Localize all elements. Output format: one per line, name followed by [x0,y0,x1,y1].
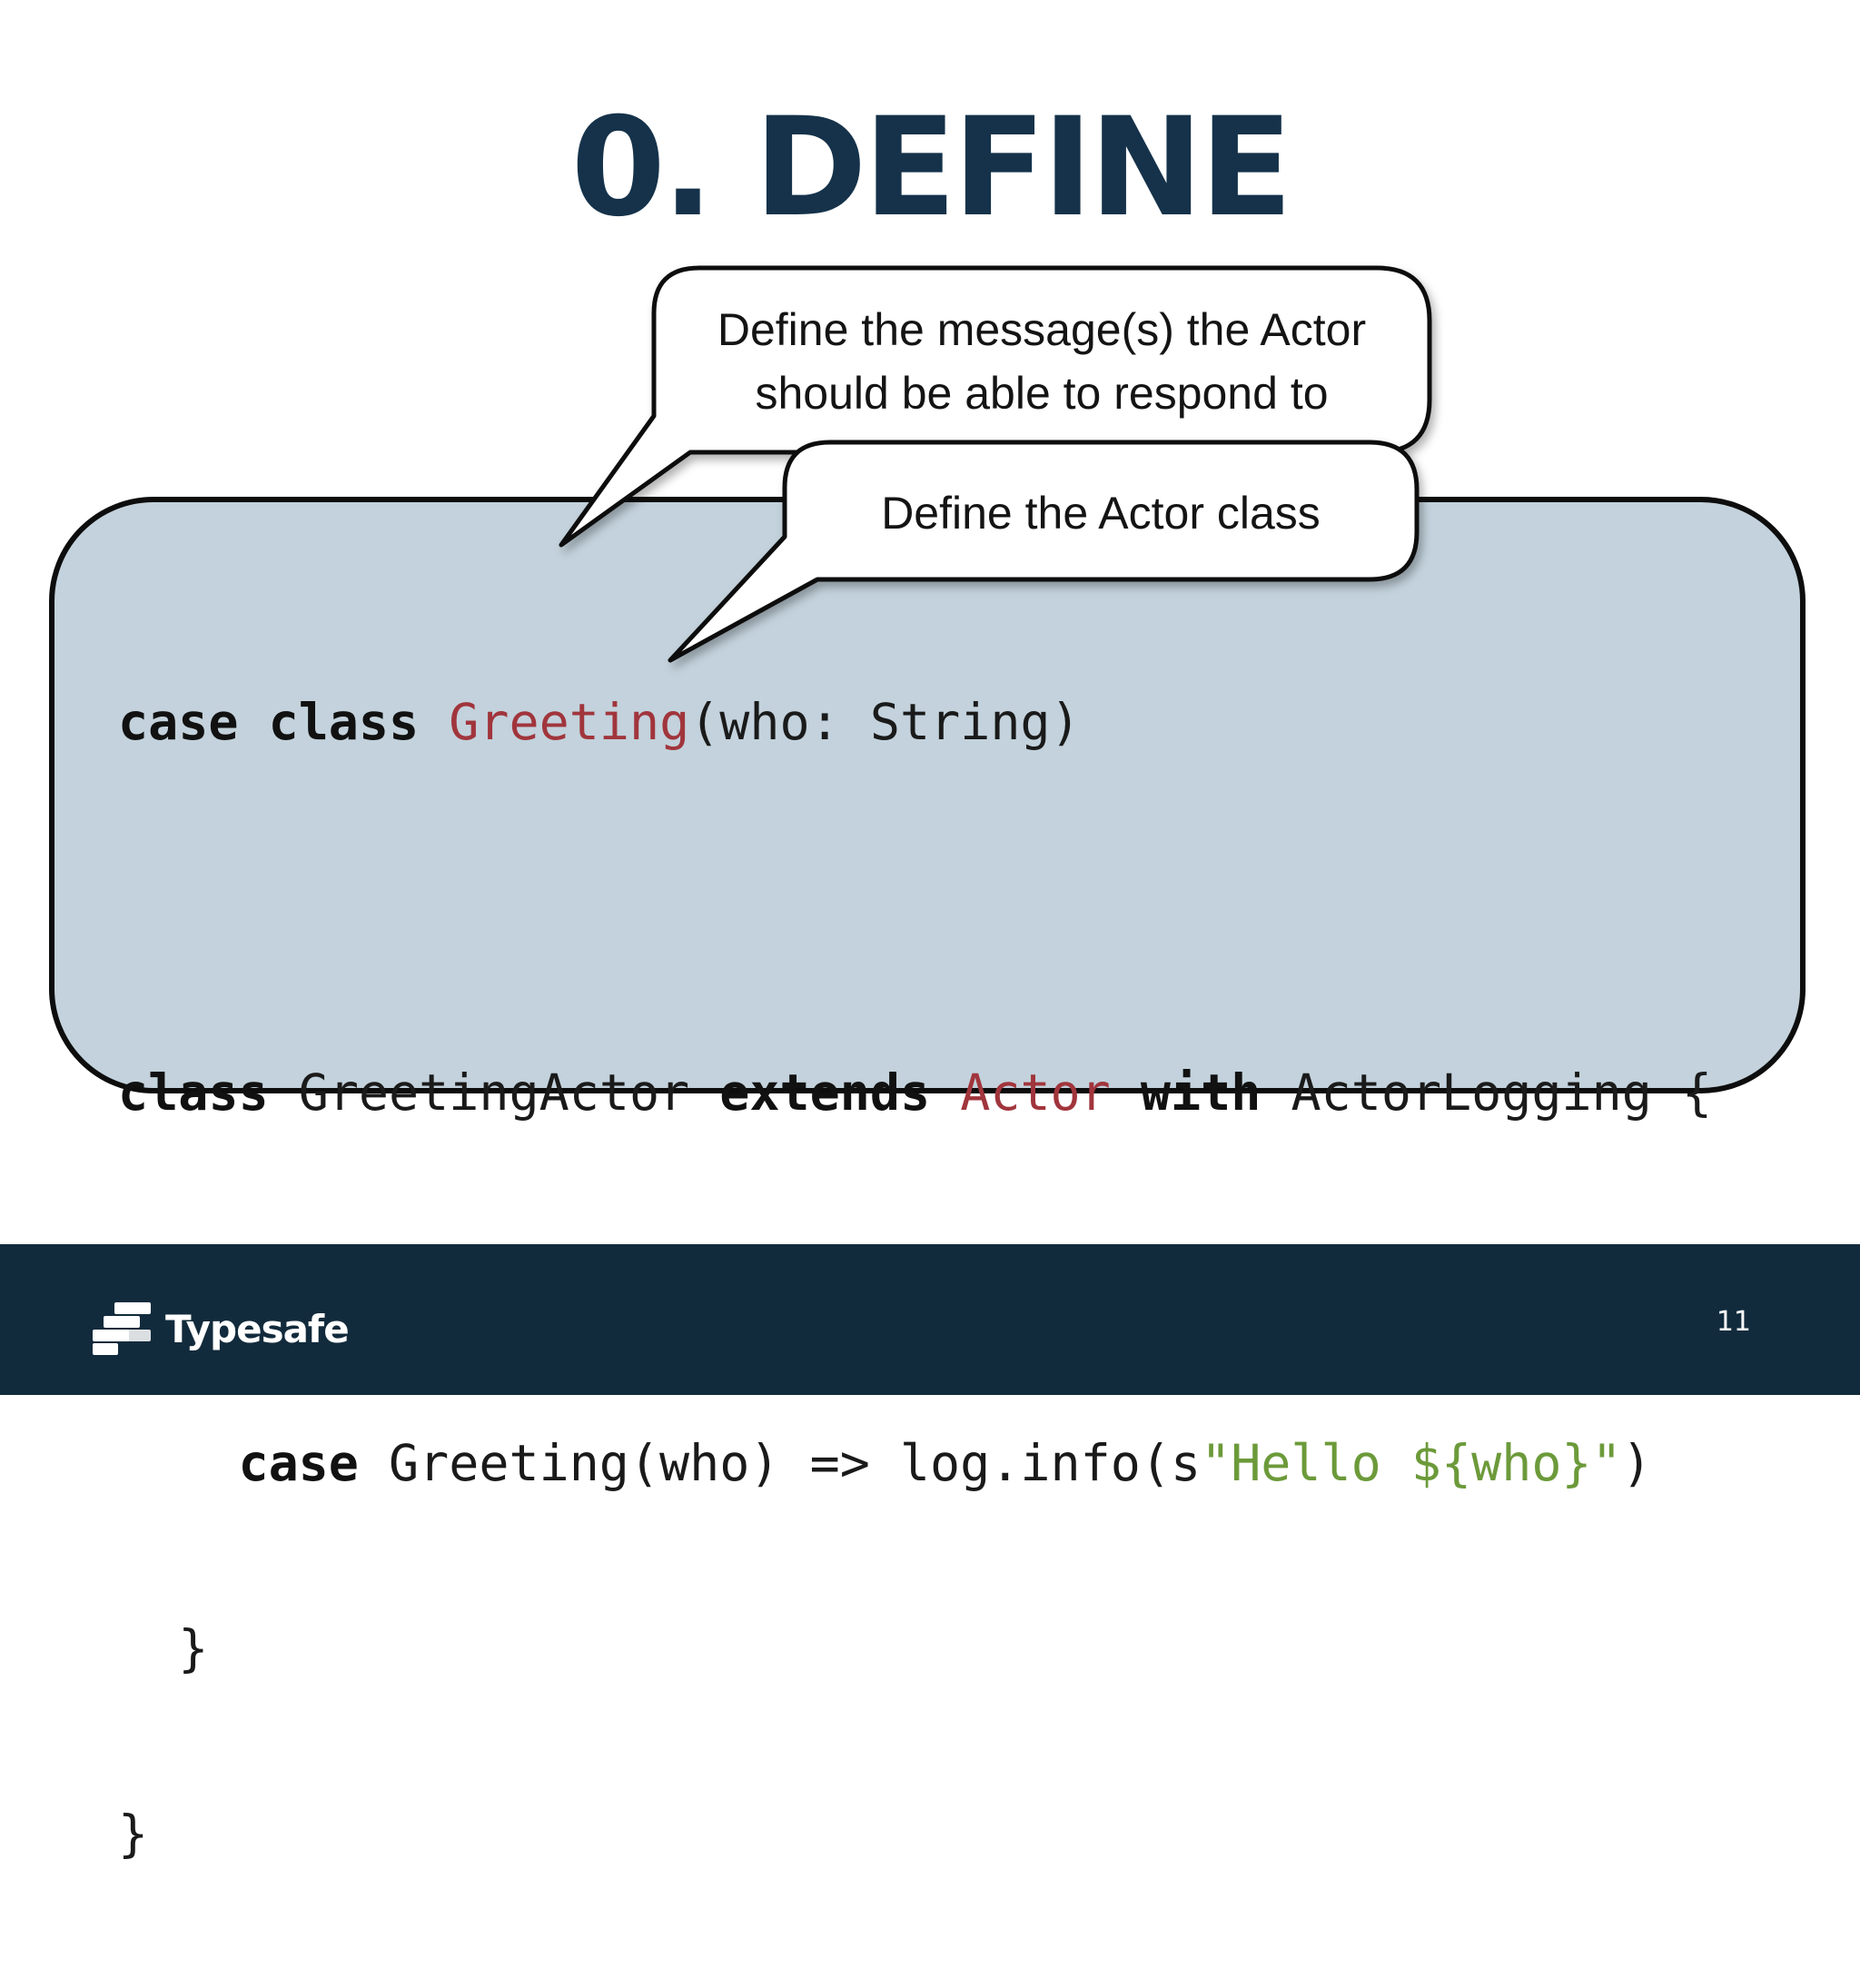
code-line-7: } [118,1803,1712,1864]
code-line-6: } [118,1617,1712,1679]
code-text: Greeting(who) => log.info(s [358,1434,1202,1492]
callout-bubble-actor [668,440,1420,663]
code-line-1: case class Greeting(who: String) [118,691,1712,753]
callout-message-line1: Define the message(s) the Actor [717,304,1367,355]
brand-name: Typesafe [165,1306,350,1351]
code-line-3: class GreetingActor extends Actor with A… [118,1062,1712,1123]
footer-bar: Typesafe 11 [0,1244,1860,1395]
code-line-5: case Greeting(who) => log.info(s"Hello $… [118,1432,1712,1494]
keyword: class [268,693,420,751]
callout-actor-text: Define the Actor class [881,488,1321,539]
keyword: extends [719,1063,931,1122]
keyword: with [1140,1063,1261,1122]
code-indent [118,1434,238,1492]
typesafe-logo-icon [93,1302,151,1355]
code-text: } [118,1805,149,1863]
slide-number: 11 [1716,1306,1751,1338]
string-literal: "Hello ${who}" [1201,1434,1622,1492]
keyword: class [118,1063,269,1122]
code-text: } [118,1619,209,1677]
type-name: Greeting [449,693,690,751]
code-text: (who: String) [689,693,1081,751]
callout-bubble-message [559,265,1432,548]
keyword: case [238,1434,359,1492]
callout-message-line2: should be able to respond to [755,368,1329,419]
type-name: Actor [960,1063,1111,1122]
code-text: ActorLogging { [1261,1063,1713,1122]
keyword: case [118,693,239,751]
code-text: ) [1621,1434,1652,1492]
typesafe-logo: Typesafe [93,1297,350,1360]
slide-title: 0. DEFINE [570,89,1293,247]
callouts-layer: Define the message(s) the Actor should b… [559,265,1432,663]
class-name: GreetingActor [298,1063,690,1122]
callout-bubbles [559,265,1432,663]
